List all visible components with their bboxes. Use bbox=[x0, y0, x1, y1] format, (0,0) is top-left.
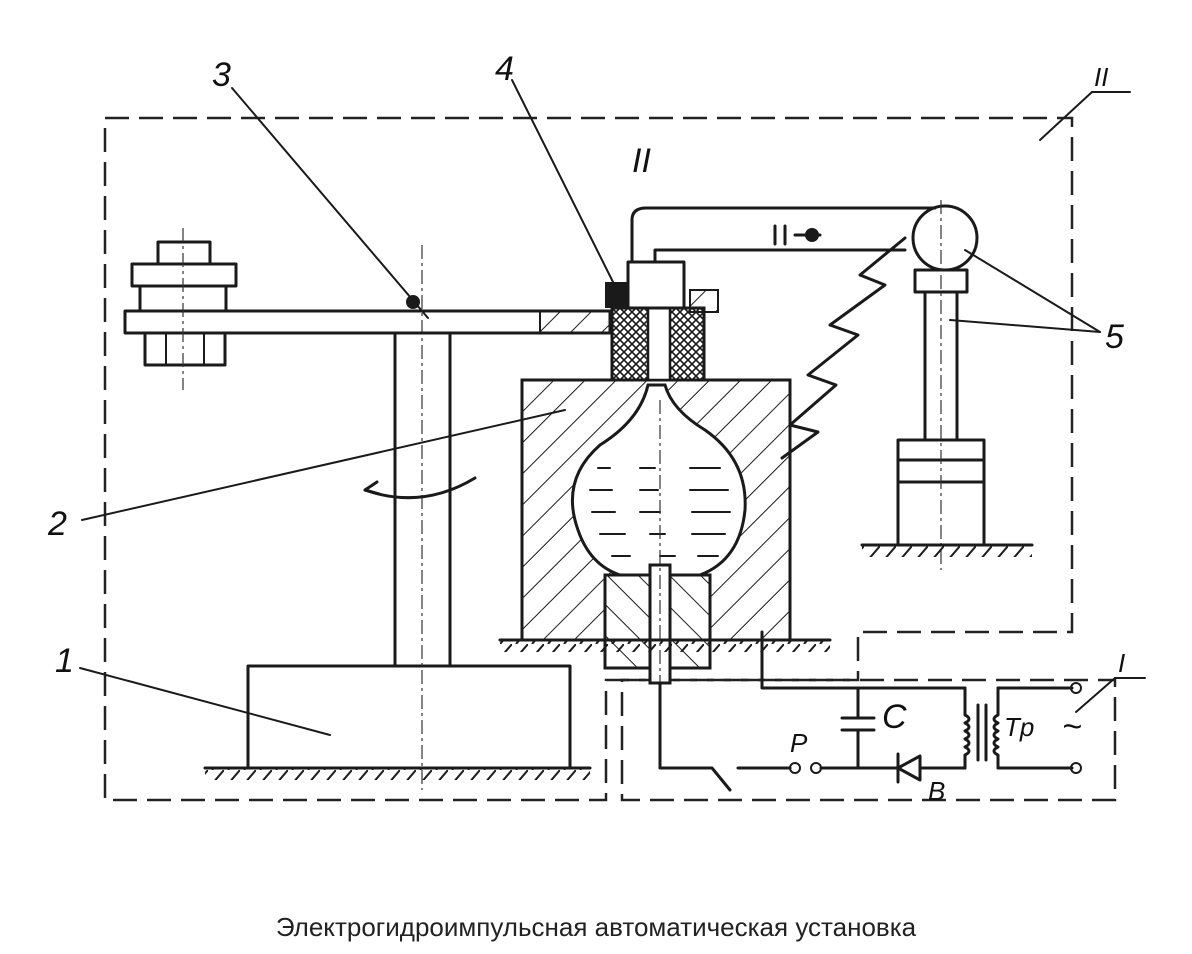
enclosure-zone-1 bbox=[620, 678, 1117, 802]
label-capacitor: C bbox=[882, 698, 907, 736]
installation-diagram: 3 4 2 1 5 II II I C P Tp B ~ bbox=[47, 50, 1146, 806]
enclosure-zone-2 bbox=[103, 116, 1074, 802]
label-part-3: 3 bbox=[212, 56, 231, 94]
piston-rod bbox=[923, 290, 959, 442]
flexible-bellows bbox=[780, 236, 907, 460]
pneumatic-pipe bbox=[630, 206, 937, 264]
ball-joint bbox=[911, 204, 979, 272]
label-part-1: 1 bbox=[55, 642, 74, 680]
label-zone-bottom: I bbox=[1118, 648, 1125, 678]
label-ac-source: ~ bbox=[1062, 708, 1082, 746]
electric-circuit bbox=[658, 630, 1082, 792]
lever-arm bbox=[123, 309, 612, 335]
label-zone-top: II bbox=[632, 142, 651, 180]
label-part-5: 5 bbox=[1105, 318, 1124, 356]
label-zone-right: II bbox=[1094, 62, 1108, 92]
figure-caption: Электрогидроимпульсная автоматическая ус… bbox=[275, 912, 917, 942]
base-block bbox=[246, 664, 572, 770]
label-diode: B bbox=[928, 776, 945, 806]
label-part-2: 2 bbox=[47, 505, 67, 543]
ground-base bbox=[205, 768, 590, 780]
rotation-arrow bbox=[363, 476, 477, 500]
label-transformer: Tp bbox=[1004, 712, 1034, 742]
label-part-4: 4 bbox=[495, 50, 514, 88]
label-switch: P bbox=[790, 728, 808, 758]
